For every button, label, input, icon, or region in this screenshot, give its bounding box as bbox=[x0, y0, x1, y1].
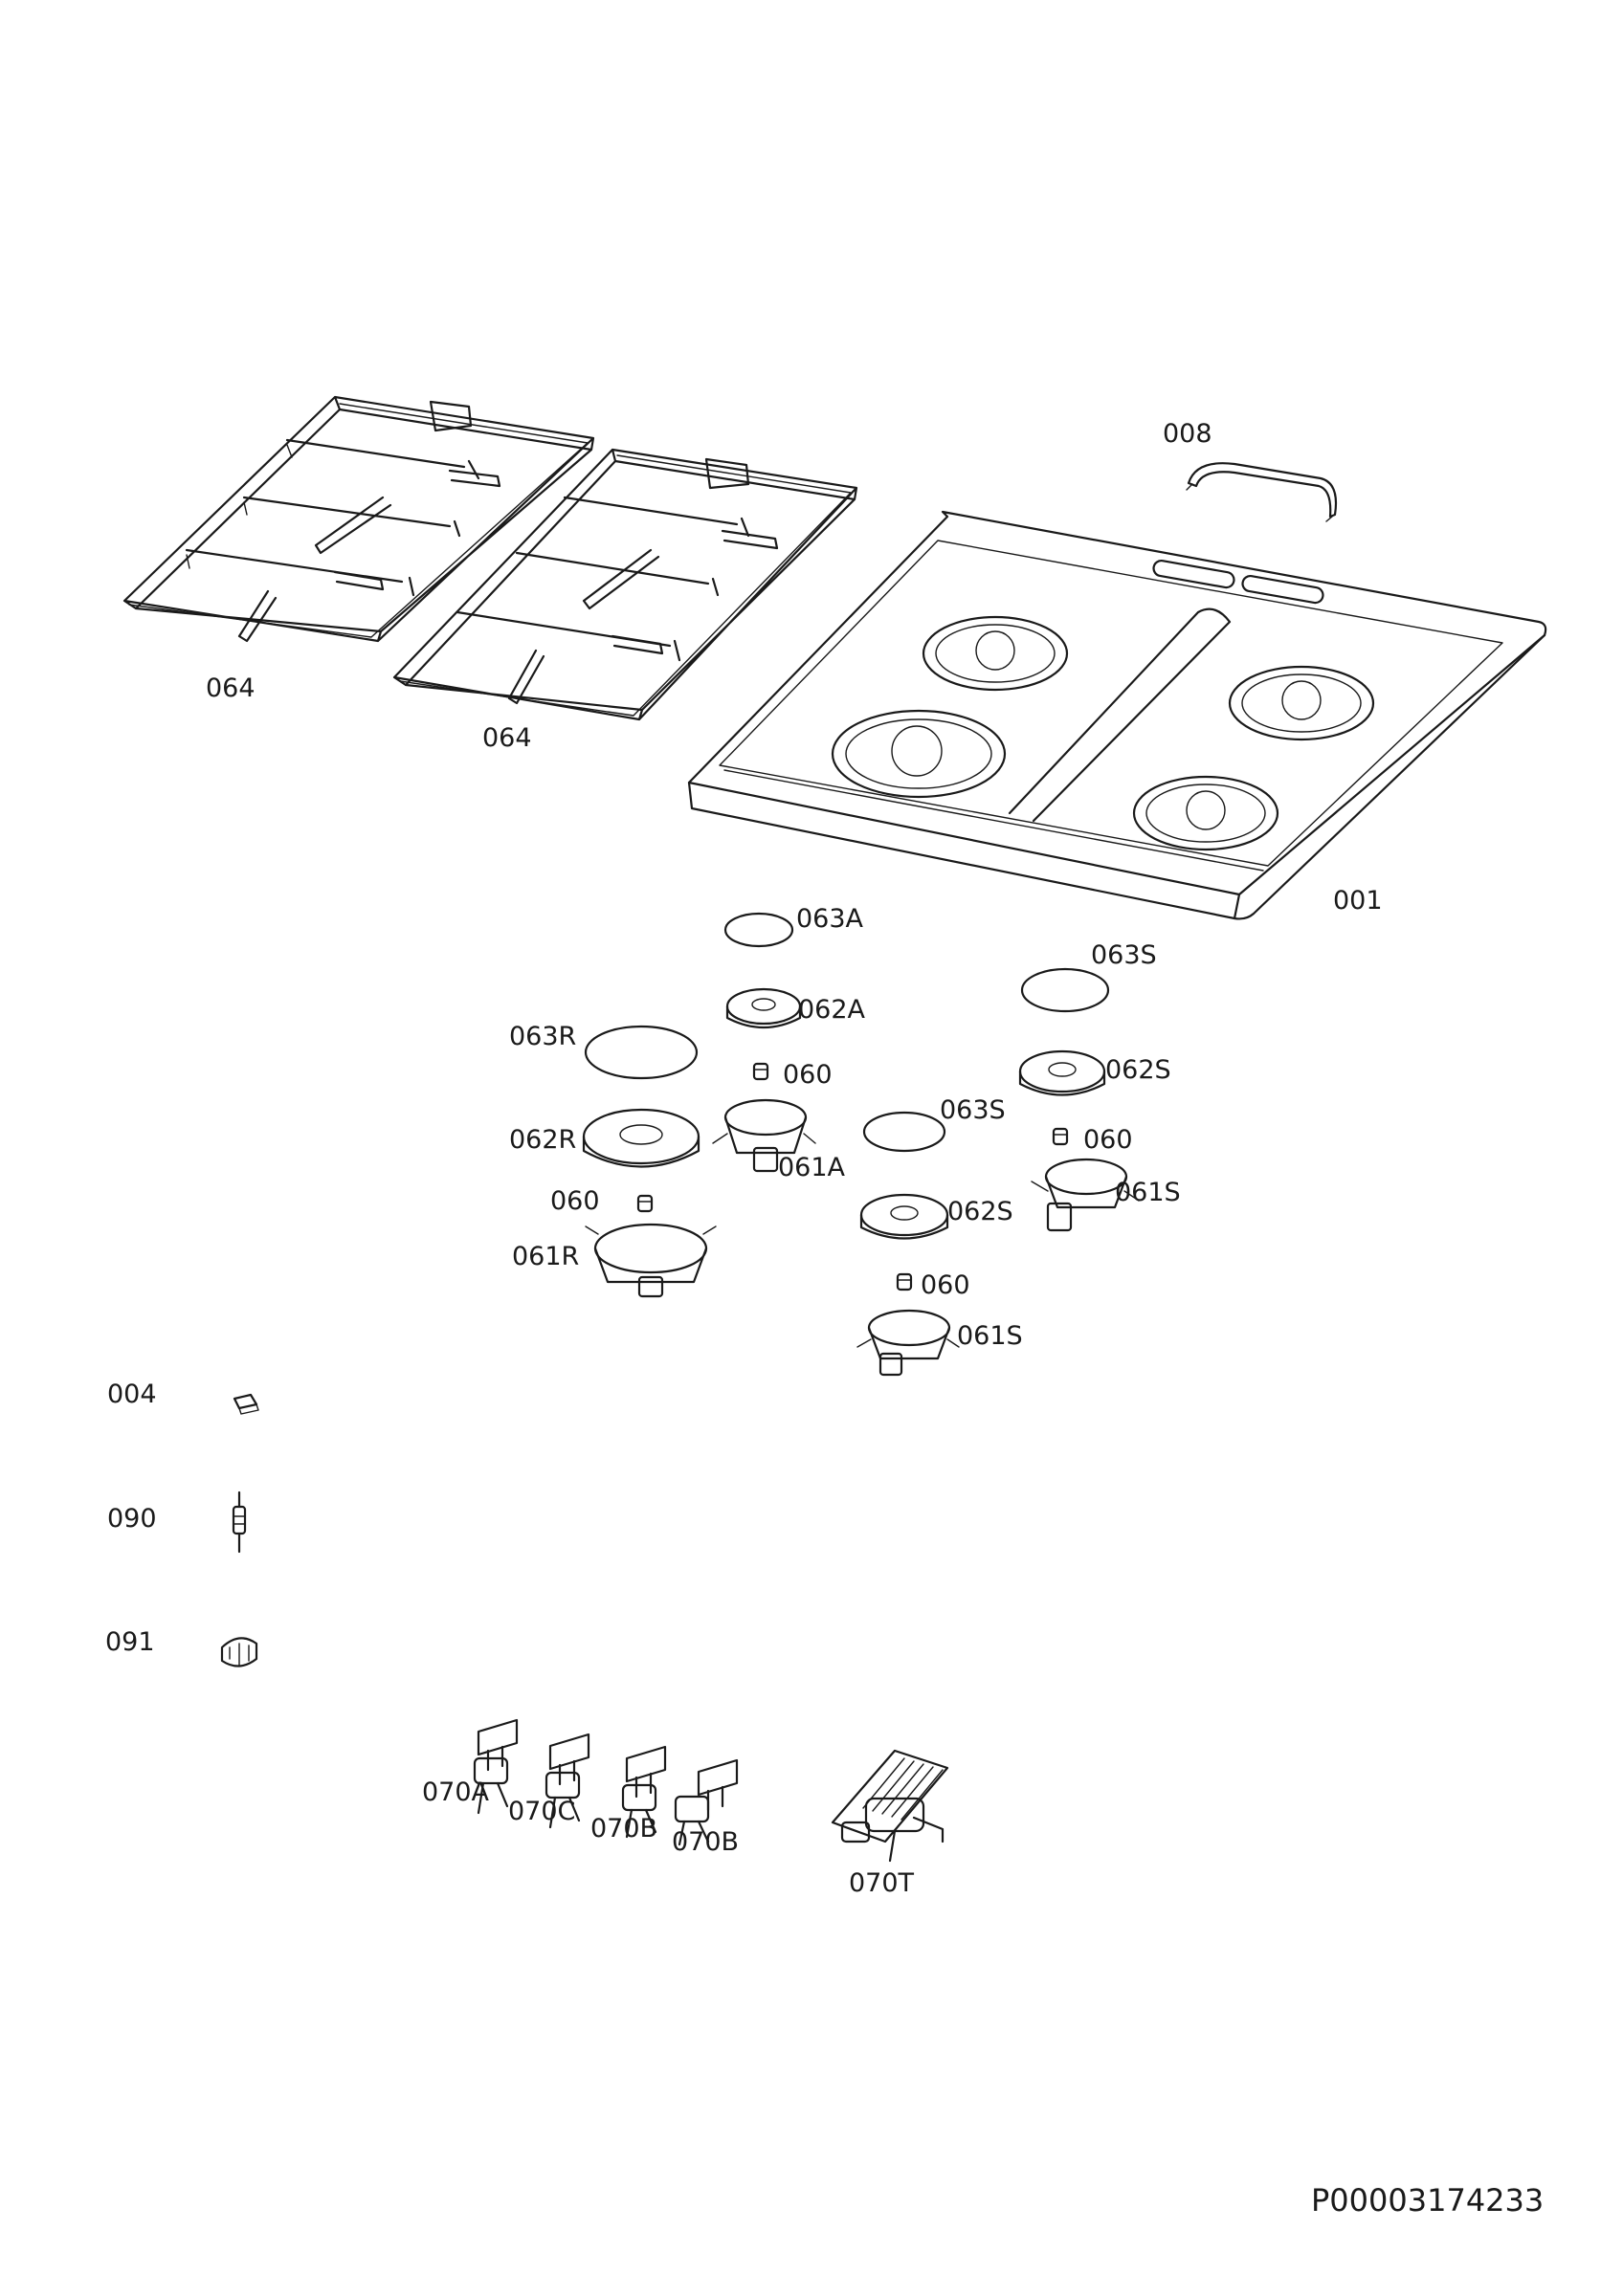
document-id: P00003174233 bbox=[1311, 2182, 1545, 2219]
label-063S-top: 063S bbox=[1091, 940, 1157, 970]
valve-070A-part bbox=[473, 1718, 519, 1815]
label-090: 090 bbox=[107, 1504, 157, 1534]
label-062S-mid: 062S bbox=[947, 1197, 1013, 1226]
label-063R: 063R bbox=[509, 1022, 577, 1051]
hob-top-part bbox=[687, 510, 1547, 920]
crown-062A-part bbox=[725, 987, 802, 1029]
label-062S-top: 062S bbox=[1105, 1055, 1171, 1085]
label-060-a: 060 bbox=[783, 1060, 833, 1090]
valve-070B-b-part bbox=[674, 1758, 739, 1846]
label-008: 008 bbox=[1163, 419, 1212, 449]
label-061A: 061A bbox=[778, 1153, 846, 1182]
label-061S-mid: 061S bbox=[957, 1321, 1023, 1351]
label-070B-a: 070B bbox=[590, 1814, 658, 1843]
part-091-holder bbox=[220, 1637, 258, 1667]
pan-support-grid-left bbox=[122, 395, 595, 643]
label-070A: 070A bbox=[422, 1777, 490, 1807]
label-070T: 070T bbox=[849, 1868, 915, 1898]
crown-062S-top-part bbox=[1018, 1049, 1106, 1096]
label-060-s-mid: 060 bbox=[921, 1270, 970, 1300]
crown-062R-part bbox=[582, 1108, 700, 1168]
label-063S-mid: 063S bbox=[940, 1095, 1006, 1125]
label-070B-b: 070B bbox=[672, 1827, 740, 1857]
valve-070T-part bbox=[831, 1749, 949, 1863]
cap-063A-part bbox=[723, 912, 794, 948]
label-004: 004 bbox=[107, 1380, 157, 1409]
valve-070B-a-part bbox=[621, 1745, 667, 1839]
label-063A: 063A bbox=[796, 904, 864, 934]
label-070C: 070C bbox=[508, 1797, 576, 1826]
label-060-s-top: 060 bbox=[1083, 1125, 1133, 1155]
label-062A: 062A bbox=[798, 995, 866, 1025]
injector-060-r-part bbox=[636, 1194, 654, 1213]
injector-060-s-mid-part bbox=[896, 1272, 913, 1292]
label-064-left: 064 bbox=[206, 673, 256, 703]
lid-handle-part bbox=[1186, 462, 1338, 522]
cap-063R-part bbox=[584, 1025, 699, 1080]
label-001: 001 bbox=[1333, 886, 1383, 916]
part-090-electrode bbox=[232, 1490, 247, 1554]
body-061S-mid-part bbox=[856, 1309, 960, 1377]
label-061S-top: 061S bbox=[1115, 1178, 1181, 1207]
label-091: 091 bbox=[105, 1627, 155, 1657]
injector-060-s-top-part bbox=[1052, 1127, 1069, 1146]
label-062R: 062R bbox=[509, 1125, 577, 1155]
pan-support-grid-right bbox=[392, 448, 858, 721]
injector-060-a-part bbox=[752, 1062, 769, 1081]
part-004-clip bbox=[233, 1393, 259, 1415]
cap-063S-top-part bbox=[1020, 967, 1110, 1013]
body-061S-top-part bbox=[1031, 1158, 1140, 1232]
label-061R: 061R bbox=[512, 1242, 580, 1271]
body-061A-part bbox=[712, 1098, 816, 1173]
body-061R-part bbox=[585, 1223, 717, 1298]
label-060-r: 060 bbox=[550, 1186, 600, 1216]
cap-063S-mid-part bbox=[862, 1111, 946, 1153]
valve-070C-part bbox=[545, 1733, 590, 1829]
crown-062S-mid-part bbox=[859, 1193, 949, 1240]
label-064-right: 064 bbox=[482, 723, 532, 753]
